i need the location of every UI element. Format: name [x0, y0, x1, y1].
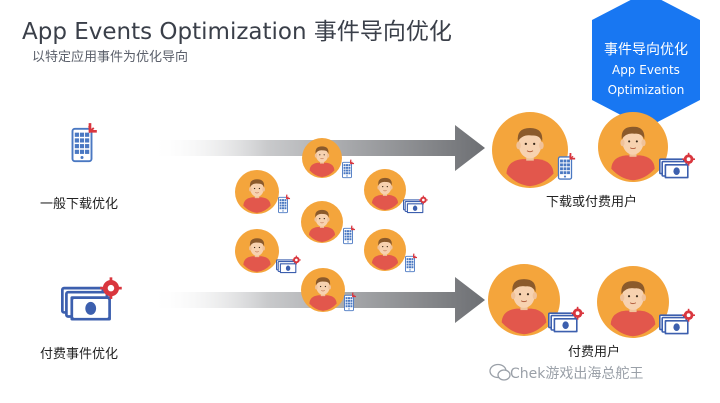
badge-line-1: 事件导向优化 — [604, 42, 688, 58]
person-avatar-icon — [363, 168, 407, 212]
person-avatar-icon — [597, 111, 669, 183]
badge-hexagon — [592, 0, 700, 128]
phone-download-icon — [559, 153, 576, 179]
watermark-text: Chek游戏出海总舵王 — [510, 366, 644, 382]
person-avatar-icon — [491, 111, 569, 189]
person-avatar-icon — [596, 265, 670, 339]
person-avatar-icon — [300, 267, 346, 313]
page-subtitle: 以特定应用事件为优化导向 — [32, 50, 189, 65]
money-stack-icon — [62, 277, 121, 320]
phone-download-icon — [406, 254, 418, 272]
bottom-right-label: 付费用户 — [568, 345, 621, 360]
top-right-label: 下载或付费用户 — [546, 195, 638, 210]
badge-line-3: Optimization — [607, 83, 685, 97]
person-avatar-icon — [300, 200, 344, 244]
money-stack-icon — [404, 196, 428, 214]
wechat-icon — [489, 363, 511, 381]
phone-download-icon — [279, 195, 291, 213]
phone-download-icon — [343, 160, 355, 178]
bottom-left-label: 付费事件优化 — [40, 347, 119, 362]
person-avatar-icon — [301, 137, 343, 179]
person-avatar-icon — [234, 228, 280, 274]
top-left-label: 一般下载优化 — [40, 197, 119, 212]
badge-label: 事件导向优化 App Events Optimization — [598, 40, 694, 100]
phone-download-icon — [344, 226, 356, 244]
person-avatar-icon — [234, 169, 280, 215]
person-avatar-icon — [363, 228, 407, 272]
badge-line-2: App Events — [612, 63, 680, 77]
page-title: App Events Optimization 事件导向优化 — [22, 19, 452, 45]
money-stack-icon — [277, 256, 301, 274]
phone-download-icon — [73, 123, 97, 161]
